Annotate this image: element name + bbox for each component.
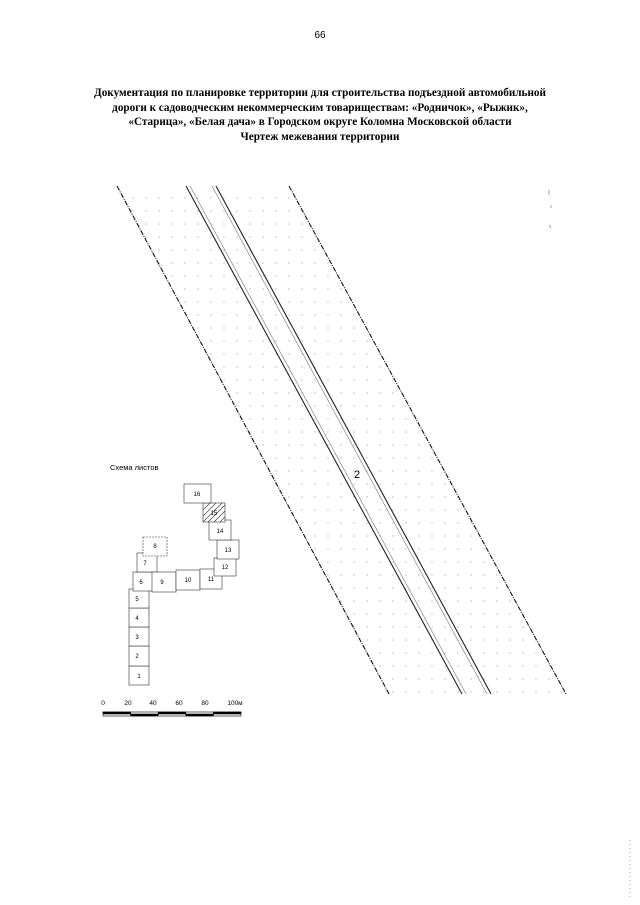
road-label: 2 [354, 469, 360, 481]
sheet-9[interactable]: 9 [151, 571, 177, 593]
title-line-1: Документация по планировке территории дл… [94, 87, 546, 99]
sheet-scheme: 1 2 3 4 5 6 7 8 [128, 483, 240, 686]
sheet-label-4: 4 [135, 616, 139, 622]
sheet-1[interactable]: 1 [128, 665, 150, 686]
road-edge-left [185, 185, 463, 695]
title-line-2: дороги к садоводческим некоммерческим то… [112, 101, 528, 114]
scale-label-40: 40 [149, 700, 157, 707]
sheet-label-1: 1 [137, 674, 141, 680]
sheet-label-13: 13 [225, 548, 232, 554]
sheet-6[interactable]: 6 [132, 571, 154, 592]
page-number: 66 [314, 30, 326, 41]
document-title: Документация по планировке территории дл… [40, 86, 600, 144]
sheet-label-3: 3 [135, 635, 139, 641]
sheet-13[interactable]: 13 [216, 539, 240, 560]
sheet-10[interactable]: 10 [175, 569, 201, 591]
sheet-label-2: 2 [135, 654, 139, 660]
sheet-8[interactable]: 8 [142, 536, 168, 557]
sheet-16[interactable]: 16 [183, 483, 212, 504]
sheet-label-16: 16 [194, 492, 201, 498]
sheet-label-9: 9 [160, 580, 164, 586]
sheet-label-6: 6 [139, 580, 143, 586]
sheet-scheme-title: Схема листов [110, 463, 159, 472]
boundary-left-line [116, 185, 390, 695]
scale-label-80: 80 [201, 700, 209, 707]
scale-bar-labels: 0 20 40 60 80 100м [0, 700, 640, 712]
sheet-label-15: 15 [211, 511, 218, 517]
title-line-3: «Старица», «Белая дача» в Городском окру… [128, 116, 512, 128]
title-line-4: Чертеж межевания территории [240, 130, 400, 143]
sheet-label-10: 10 [185, 578, 192, 584]
boundary-right-line [288, 185, 567, 695]
sheet-3[interactable]: 3 [128, 626, 150, 647]
sheet-label-5: 5 [135, 597, 139, 603]
boundary-territory [116, 185, 567, 695]
sheet-label-12: 12 [222, 565, 229, 571]
scale-label-60: 60 [175, 700, 183, 707]
sheet-5[interactable]: 5 [128, 588, 150, 609]
scale-label-20: 20 [124, 700, 132, 707]
sheet-2[interactable]: 2 [128, 645, 150, 667]
sheet-label-8: 8 [153, 544, 157, 550]
sheet-12[interactable]: 12 [213, 557, 237, 577]
sheet-14[interactable]: 14 [208, 519, 232, 541]
scale-bar [102, 711, 242, 717]
road-edge-left-inner [189, 185, 467, 695]
edge-marks [548, 190, 631, 900]
road [185, 185, 492, 695]
sheet-label-14: 14 [217, 529, 224, 535]
road-edge-right [215, 185, 492, 695]
sheet-label-7: 7 [143, 561, 147, 567]
scale-label-0: 0 [101, 700, 105, 707]
scale-label-100: 100м [227, 700, 243, 707]
sheet-label-11: 11 [208, 577, 215, 583]
sheet-4[interactable]: 4 [128, 607, 150, 628]
sheet-15-highlighted[interactable]: 15 [202, 502, 226, 523]
road-edge-right-inner [211, 185, 488, 695]
territory-dot-fill [117, 186, 566, 694]
